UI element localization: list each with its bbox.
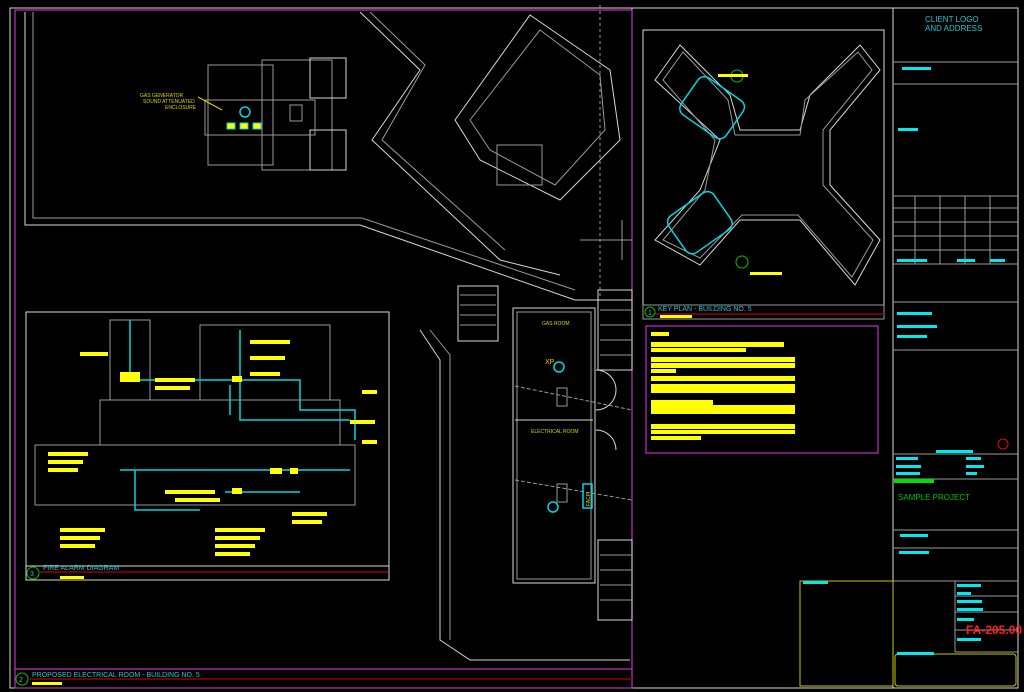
- key-plan[interactable]: 1 KEY PLAN - BUILDING NO. 5: [642, 29, 885, 320]
- project-name: SAMPLE PROJECT: [898, 493, 970, 502]
- gas-generator[interactable]: GAS GENERATOR SOUND ATTENUATED ENCLOSURE: [140, 93, 262, 130]
- smoke-detector-icon[interactable]: [553, 361, 565, 373]
- sheet-border: [9, 7, 1019, 689]
- generator-label-3: ENCLOSURE: [165, 105, 197, 111]
- smoke-detector-icon: [239, 106, 251, 118]
- view-title: PROPOSED ELECTRICAL ROOM - BUILDING NO. …: [32, 672, 200, 679]
- view-number: 2: [19, 677, 23, 684]
- view-number: 1: [648, 310, 652, 317]
- generator-label: GAS GENERATOR: [140, 93, 184, 99]
- view-number-badge: [26, 566, 40, 580]
- view-number-badge: [15, 672, 29, 686]
- smoke-detector-icon[interactable]: [547, 501, 559, 513]
- client-address-text: AND ADDRESS: [925, 24, 982, 33]
- notes-text: [651, 332, 795, 440]
- gas-room-label: GAS ROOM: [542, 321, 570, 327]
- client-logo-text: CLIENT LOGO: [925, 15, 979, 24]
- xp-label: XP: [545, 359, 555, 366]
- electrical-room-label: ELECTRICAL ROOM: [531, 429, 579, 435]
- general-notes: [645, 325, 879, 454]
- view-number: 3: [30, 571, 34, 578]
- facp-panel[interactable]: [582, 483, 593, 509]
- building-plan: [24, 5, 633, 661]
- generator-label-2: SOUND ATTENUATED: [143, 99, 195, 105]
- title-block: [799, 8, 1018, 688]
- sheet-number: FA-205.00: [966, 623, 1022, 637]
- view-title: FIRE ALARM DIAGRAM: [43, 565, 119, 572]
- fire-alarm-diagram[interactable]: 3 FIRE ALARM DIAGRAM: [25, 311, 390, 581]
- facp-label: FACP: [586, 492, 592, 506]
- viewport-electrical-room[interactable]: [14, 9, 633, 689]
- view-title: KEY PLAN - BUILDING NO. 5: [658, 306, 752, 313]
